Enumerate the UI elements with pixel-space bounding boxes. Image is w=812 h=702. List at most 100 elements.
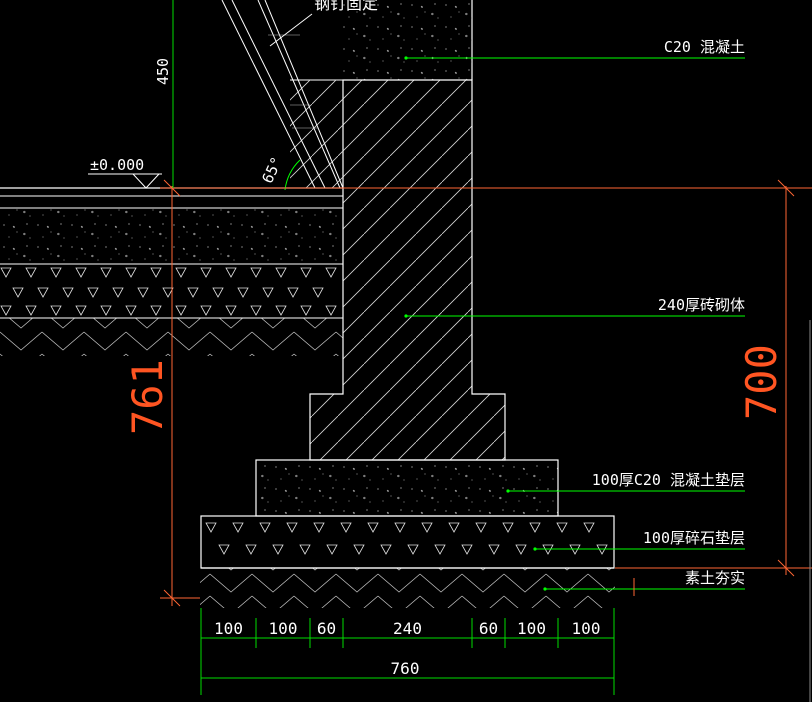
label-wall: 240厚砖砌体 <box>658 296 745 314</box>
gravel-triangle <box>300 305 312 316</box>
c20-pad-layer <box>255 459 559 517</box>
bottom-dimension-label: 60 <box>479 619 498 638</box>
gravel-triangle <box>62 287 74 298</box>
gravel-triangle <box>225 267 237 278</box>
leader-dots <box>404 56 547 591</box>
gravel-triangle <box>0 305 12 316</box>
leaders <box>406 57 745 590</box>
gravel-triangle <box>187 287 199 298</box>
bottom-dimension-label: 100 <box>572 619 601 638</box>
dim-450-label: 450 <box>154 58 172 85</box>
gravel-triangle <box>421 522 433 533</box>
gravel-triangle <box>125 305 137 316</box>
gravel-triangle <box>87 287 99 298</box>
gravel-triangle <box>475 522 487 533</box>
gravel-triangle <box>272 544 284 555</box>
gravel-triangle <box>218 544 230 555</box>
bottom-dimension-label: 100 <box>214 619 243 638</box>
gravel-triangle <box>583 522 595 533</box>
c20-concrete-block <box>343 0 472 80</box>
base-earth-hatch <box>200 568 615 608</box>
gravel-triangle <box>299 544 311 555</box>
gravel-triangle <box>150 267 162 278</box>
label-pad: 100厚C20 混凝土垫层 <box>592 471 745 489</box>
gravel-triangle <box>25 267 37 278</box>
gravel-triangle <box>250 267 262 278</box>
dim-700-label: 700 <box>737 344 786 420</box>
gravel-triangle <box>75 267 87 278</box>
gravel-triangle <box>150 305 162 316</box>
gravel-layer <box>200 515 615 569</box>
elevation-label: ±0.000 <box>90 156 144 174</box>
reference-lines <box>160 179 812 607</box>
gravel-triangle <box>407 544 419 555</box>
gravel-triangle <box>245 544 257 555</box>
gravel-triangle <box>325 305 337 316</box>
gravel-triangle <box>461 544 473 555</box>
gravel-triangle <box>488 544 500 555</box>
gravel-triangle <box>340 522 352 533</box>
gravel-triangle <box>286 522 298 533</box>
gravel-triangle <box>12 287 24 298</box>
ground-gravel-symbols <box>0 267 337 316</box>
gravel-triangle <box>326 544 338 555</box>
gravel-triangle <box>37 287 49 298</box>
gravel-triangle <box>137 287 149 298</box>
gravel-triangle <box>232 522 244 533</box>
bottom-dimension-chain <box>200 608 615 695</box>
gravel-triangle <box>259 522 271 533</box>
gravel-triangle <box>300 267 312 278</box>
gravel-triangle <box>556 522 568 533</box>
elevation-mark <box>88 173 162 189</box>
gravel-triangle <box>175 267 187 278</box>
slope-board <box>221 0 344 189</box>
gravel-triangle <box>75 305 87 316</box>
gravel-triangle <box>287 287 299 298</box>
gravel-triangle <box>50 305 62 316</box>
gravel-triangle <box>225 305 237 316</box>
total-width-label: 760 <box>391 659 420 678</box>
gravel-triangle <box>312 287 324 298</box>
gravel-triangle <box>175 305 187 316</box>
gravel-triangle <box>125 267 137 278</box>
label-gravel: 100厚碎石垫层 <box>643 529 745 547</box>
gravel-triangle <box>100 267 112 278</box>
gravel-triangle <box>529 522 541 533</box>
gravel-triangle <box>100 305 112 316</box>
label-soil: 素土夯实 <box>685 569 745 587</box>
gravel-triangle <box>200 305 212 316</box>
gravel-triangle <box>515 544 527 555</box>
gravel-triangle <box>275 267 287 278</box>
gravel-triangle <box>0 267 12 278</box>
bottom-dimension-label: 60 <box>317 619 336 638</box>
bottom-dimension-labels: 100 100 60 240 60 100 100 <box>214 619 600 638</box>
gravel-triangle <box>313 522 325 533</box>
bottom-dimension-label: 240 <box>393 619 422 638</box>
gravel-triangle <box>353 544 365 555</box>
gravel-triangle <box>25 305 37 316</box>
gravel-triangle <box>367 522 379 533</box>
gravel-triangle <box>237 287 249 298</box>
gravel-triangle <box>200 267 212 278</box>
bottom-dimension-label: 100 <box>517 619 546 638</box>
label-c20: C20 混凝土 <box>664 38 745 56</box>
angle-label: 65° <box>258 154 286 186</box>
gravel-triangle <box>380 544 392 555</box>
top-leader <box>269 13 313 47</box>
gravel-triangle <box>325 267 337 278</box>
gravel-triangle <box>112 287 124 298</box>
gravel-triangle <box>448 522 460 533</box>
gravel-triangle <box>262 287 274 298</box>
gravel-triangle <box>162 287 174 298</box>
gravel-triangle <box>275 305 287 316</box>
top-partial-label: 钢钉固定 <box>314 0 378 13</box>
dim-761-label: 761 <box>123 359 172 435</box>
gravel-triangle <box>250 305 262 316</box>
gravel-triangle <box>212 287 224 298</box>
bottom-dimension-label: 100 <box>269 619 298 638</box>
gravel-triangle <box>502 522 514 533</box>
gravel-triangle <box>50 267 62 278</box>
gravel-triangle <box>394 522 406 533</box>
gravel-triangle <box>205 522 217 533</box>
